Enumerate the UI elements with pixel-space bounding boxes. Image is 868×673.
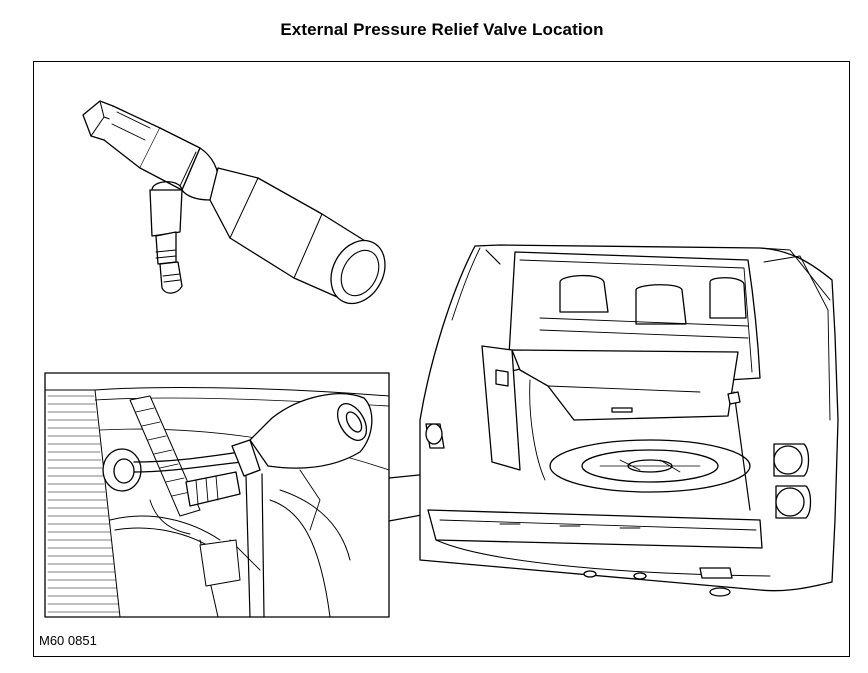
- figure-frame: [33, 61, 850, 657]
- page-title: External Pressure Relief Valve Location: [280, 20, 604, 39]
- vehicle-rear-drawing: [419, 244, 839, 597]
- pressure-relief-valve-drawing: [82, 100, 386, 305]
- figure-reference: M60 0851: [39, 633, 97, 648]
